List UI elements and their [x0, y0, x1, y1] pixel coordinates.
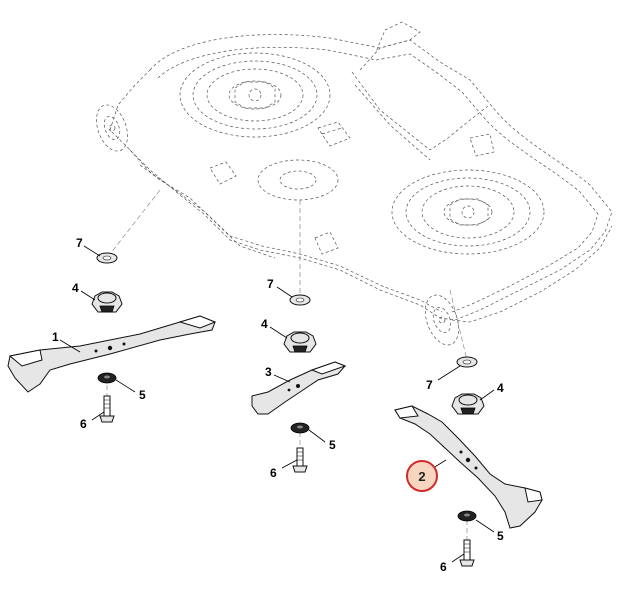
callout-spacer-right: 5: [497, 529, 504, 543]
left-spindle-pulley: [179, 52, 331, 138]
washer: [456, 356, 478, 368]
assembly-guide-lines: [106, 189, 468, 545]
callout-bolt-left: 6: [80, 417, 87, 431]
callout-blade-right: 2: [418, 469, 425, 484]
front-gauge-wheel: [96, 104, 128, 152]
callout-bolt-right: 6: [440, 560, 447, 574]
center-spindle-opening: [257, 159, 339, 201]
mower-blade: [7, 315, 217, 393]
callout-labels: 7 4 1 5 6 7 4 3 5 6 7 4 5 6: [52, 236, 504, 574]
callout-hub-center: 4: [261, 317, 268, 331]
callout-washer-right: 7: [426, 378, 433, 392]
washer: [289, 294, 311, 306]
blade-spacer: [290, 422, 310, 434]
washer: [96, 252, 118, 264]
callout-bolt-center: 6: [270, 466, 277, 480]
left-blade-assembly: [7, 252, 217, 423]
blade-hub: [451, 393, 485, 415]
right-blade-assembly: [394, 356, 543, 567]
callout-washer-center: 7: [267, 277, 274, 291]
rear-gauge-wheel: [424, 294, 460, 346]
mower-blade: [394, 405, 543, 529]
callout-spacer-center: 5: [329, 438, 336, 452]
highlighted-callout-blade[interactable]: 2: [406, 460, 438, 492]
leader-lines: [59, 245, 495, 563]
blade-spacer: [457, 510, 477, 522]
callout-washer-left: 7: [76, 236, 83, 250]
blade-spacer: [97, 372, 117, 384]
callout-spacer-left: 5: [139, 388, 146, 402]
callout-blade-center: 3: [265, 365, 272, 379]
right-spindle-pulley: [391, 169, 545, 255]
blade-bolt: [459, 539, 475, 567]
mower-deck-housing: [96, 21, 613, 346]
blade-bolt: [99, 395, 115, 423]
callout-hub-left: 4: [72, 281, 79, 295]
blade-hub: [91, 291, 123, 313]
blade-hub: [283, 331, 317, 353]
mower-blade: [251, 361, 347, 415]
center-blade-assembly: [251, 294, 347, 473]
callout-hub-right: 4: [497, 381, 504, 395]
callout-blade-left: 1: [52, 330, 59, 344]
blade-bolt: [292, 447, 308, 473]
